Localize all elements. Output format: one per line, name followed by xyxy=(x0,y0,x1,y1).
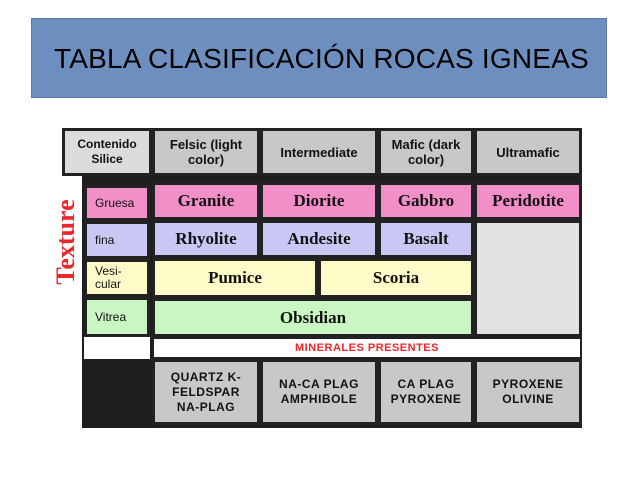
rock-gabbro-text: Gabbro xyxy=(397,191,455,210)
header-felsic-text: Felsic (light color) xyxy=(169,137,243,167)
rock-rhyolite: Rhyolite xyxy=(152,220,260,258)
rock-scoria: Scoria xyxy=(318,258,474,298)
minerals-ultramafic-text: PYROXENE OLIVINE xyxy=(492,377,564,406)
header-felsic: Felsic (light color) xyxy=(152,128,260,176)
header-ultramafic: Ultramafic xyxy=(474,128,582,176)
rock-pumice-text: Pumice xyxy=(208,268,262,287)
header-intermediate-text: Intermediate xyxy=(280,144,358,160)
minerals-ultramafic: PYROXENE OLIVINE xyxy=(474,359,582,425)
rock-peridotite: Peridotite xyxy=(474,182,582,220)
header-ultramafic-text: Ultramafic xyxy=(496,144,560,160)
minerals-felsic: QUARTZ K-FELDSPAR NA-PLAG xyxy=(152,359,260,425)
slide-title: TABLA CLASIFICACIÓN ROCAS IGNEAS xyxy=(54,43,589,74)
corner-label-text: Contenido Silice xyxy=(77,137,137,166)
rock-andesite-text: Andesite xyxy=(287,229,351,248)
minerals-mafic: CA PLAG PYROXENE xyxy=(378,359,474,425)
minerals-label-text: MINERALES PRESENTES xyxy=(295,342,439,354)
ultramafic-empty-cell xyxy=(474,220,582,337)
texture-gruesa: Gruesa xyxy=(84,185,150,221)
texture-fina-text: fina xyxy=(95,233,115,247)
rock-obsidian-text: Obsidian xyxy=(279,307,347,327)
header-mafic-text: Mafic (dark color) xyxy=(391,137,461,167)
header-mafic: Mafic (dark color) xyxy=(378,128,474,176)
minerals-label-spacer xyxy=(84,337,150,359)
texture-gruesa-text: Gruesa xyxy=(95,196,135,210)
minerals-intermediate: NA-CA PLAG AMPHIBOLE xyxy=(260,359,378,425)
rock-basalt-text: Basalt xyxy=(403,229,449,248)
texture-vitrea: Vitrea xyxy=(84,297,150,337)
rock-scoria-text: Scoria xyxy=(372,268,420,287)
slide-title-banner: TABLA CLASIFICACIÓN ROCAS IGNEAS xyxy=(31,18,607,98)
rock-diorite-text: Diorite xyxy=(293,191,345,210)
minerals-intermediate-text: NA-CA PLAG AMPHIBOLE xyxy=(279,377,359,406)
rock-granite-text: Granite xyxy=(177,191,235,210)
rock-peridotite-text: Peridotite xyxy=(492,191,564,210)
texture-vesicular: Vesi- cular xyxy=(84,259,150,297)
rock-pumice: Pumice xyxy=(152,258,318,298)
rock-rhyolite-text: Rhyolite xyxy=(175,229,237,248)
minerals-mafic-text: CA PLAG PYROXENE xyxy=(390,377,462,406)
rock-gabbro: Gabbro xyxy=(378,182,474,220)
minerals-label: MINERALES PRESENTES xyxy=(152,337,582,359)
rock-granite: Granite xyxy=(152,182,260,220)
texture-vitrea-text: Vitrea xyxy=(95,310,127,324)
rock-basalt: Basalt xyxy=(378,220,474,258)
header-intermediate: Intermediate xyxy=(260,128,378,176)
corner-label: Contenido Silice xyxy=(62,128,152,176)
texture-vesicular-text: Vesi- cular xyxy=(95,264,122,291)
rock-diorite: Diorite xyxy=(260,182,378,220)
texture-fina: fina xyxy=(84,221,150,259)
rock-andesite: Andesite xyxy=(260,220,378,258)
rock-obsidian: Obsidian xyxy=(152,298,474,337)
minerals-felsic-text: QUARTZ K-FELDSPAR NA-PLAG xyxy=(170,369,242,414)
